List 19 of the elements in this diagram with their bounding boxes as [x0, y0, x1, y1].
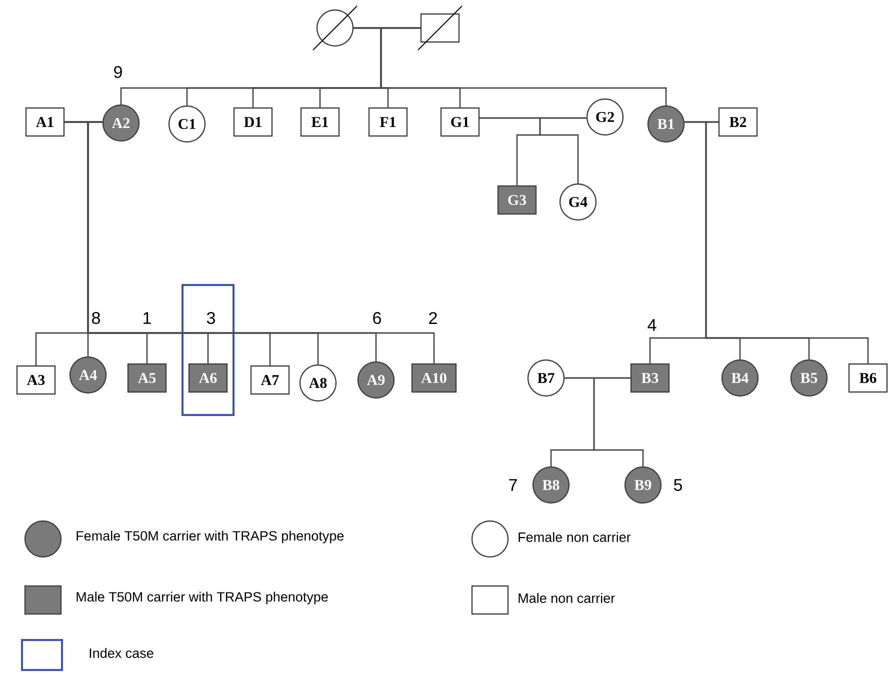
case-number: 5 — [674, 479, 682, 491]
legend-text: Index case — [90, 648, 154, 658]
case-number: 6 — [373, 312, 381, 324]
case-number: 7 — [509, 479, 517, 491]
deceased-female-symbol — [312, 6, 358, 50]
deceased-male-symbol — [418, 6, 462, 50]
case-number: 1 — [144, 312, 151, 324]
legend-text: Female T50M carrier with TRAPS phenotype — [76, 530, 344, 544]
legend-text: Male non carrier — [518, 593, 615, 603]
case-number: 2 — [429, 312, 437, 324]
descent-line — [539, 117, 586, 184]
case-number: 3 — [206, 312, 215, 324]
legend-text: Male T50M carrier with TRAPS phenotype — [76, 592, 328, 604]
case-number: 4 — [648, 319, 656, 331]
descent-line — [593, 377, 644, 466]
case-number: 8 — [92, 312, 100, 324]
index-case-frame — [182, 284, 234, 416]
legend-text: Female non carrier — [518, 532, 631, 542]
case-number: 9 — [114, 66, 122, 78]
